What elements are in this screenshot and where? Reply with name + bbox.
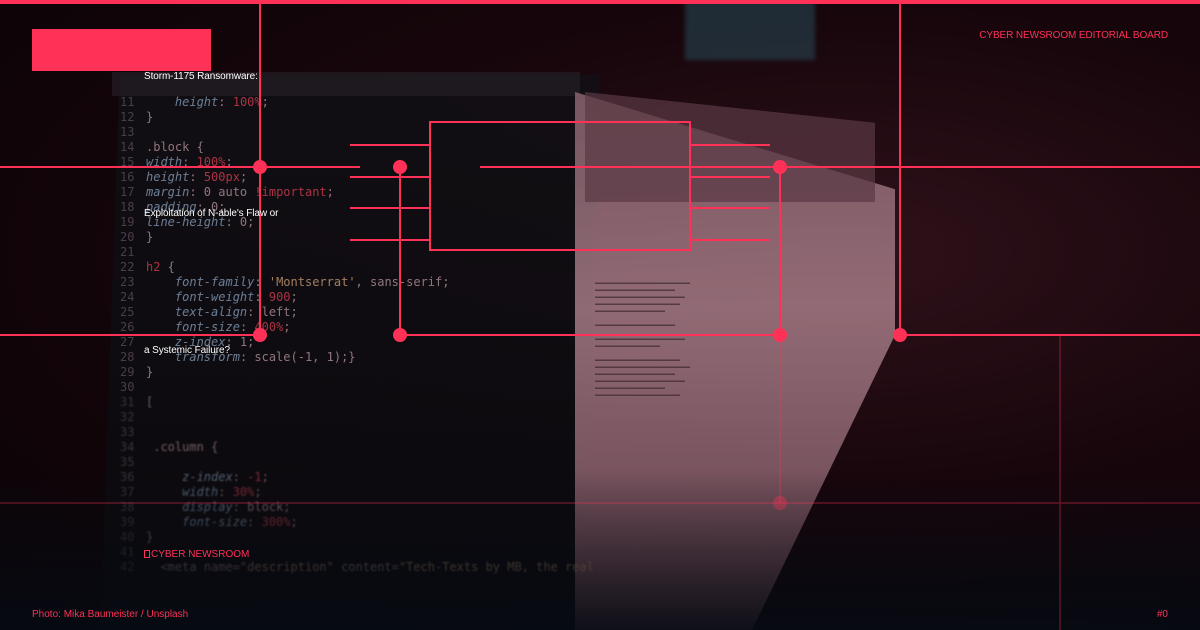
top-accent-border <box>0 0 1200 4</box>
headline-line-1: Storm-1175 Ransomware: <box>144 71 258 82</box>
headline-line-3: a Systemic Failure? <box>144 345 230 356</box>
photo-credit: Photo: Mika Baumeister / Unsplash <box>32 609 189 620</box>
bottom-dark-fade <box>0 470 1200 630</box>
headline-line-2: Exploitation of N-able's Flaw or <box>144 208 279 219</box>
bracket-glyph-icon <box>144 550 150 558</box>
source-label-text: CYBER NEWSROOM <box>151 549 250 560</box>
source-label: CYBER NEWSROOM <box>144 549 249 560</box>
page-number: #0 <box>1156 609 1168 620</box>
brand-color-block <box>32 29 211 71</box>
editorial-board-label: CYBER NEWSROOM EDITORIAL BOARD <box>979 30 1168 41</box>
